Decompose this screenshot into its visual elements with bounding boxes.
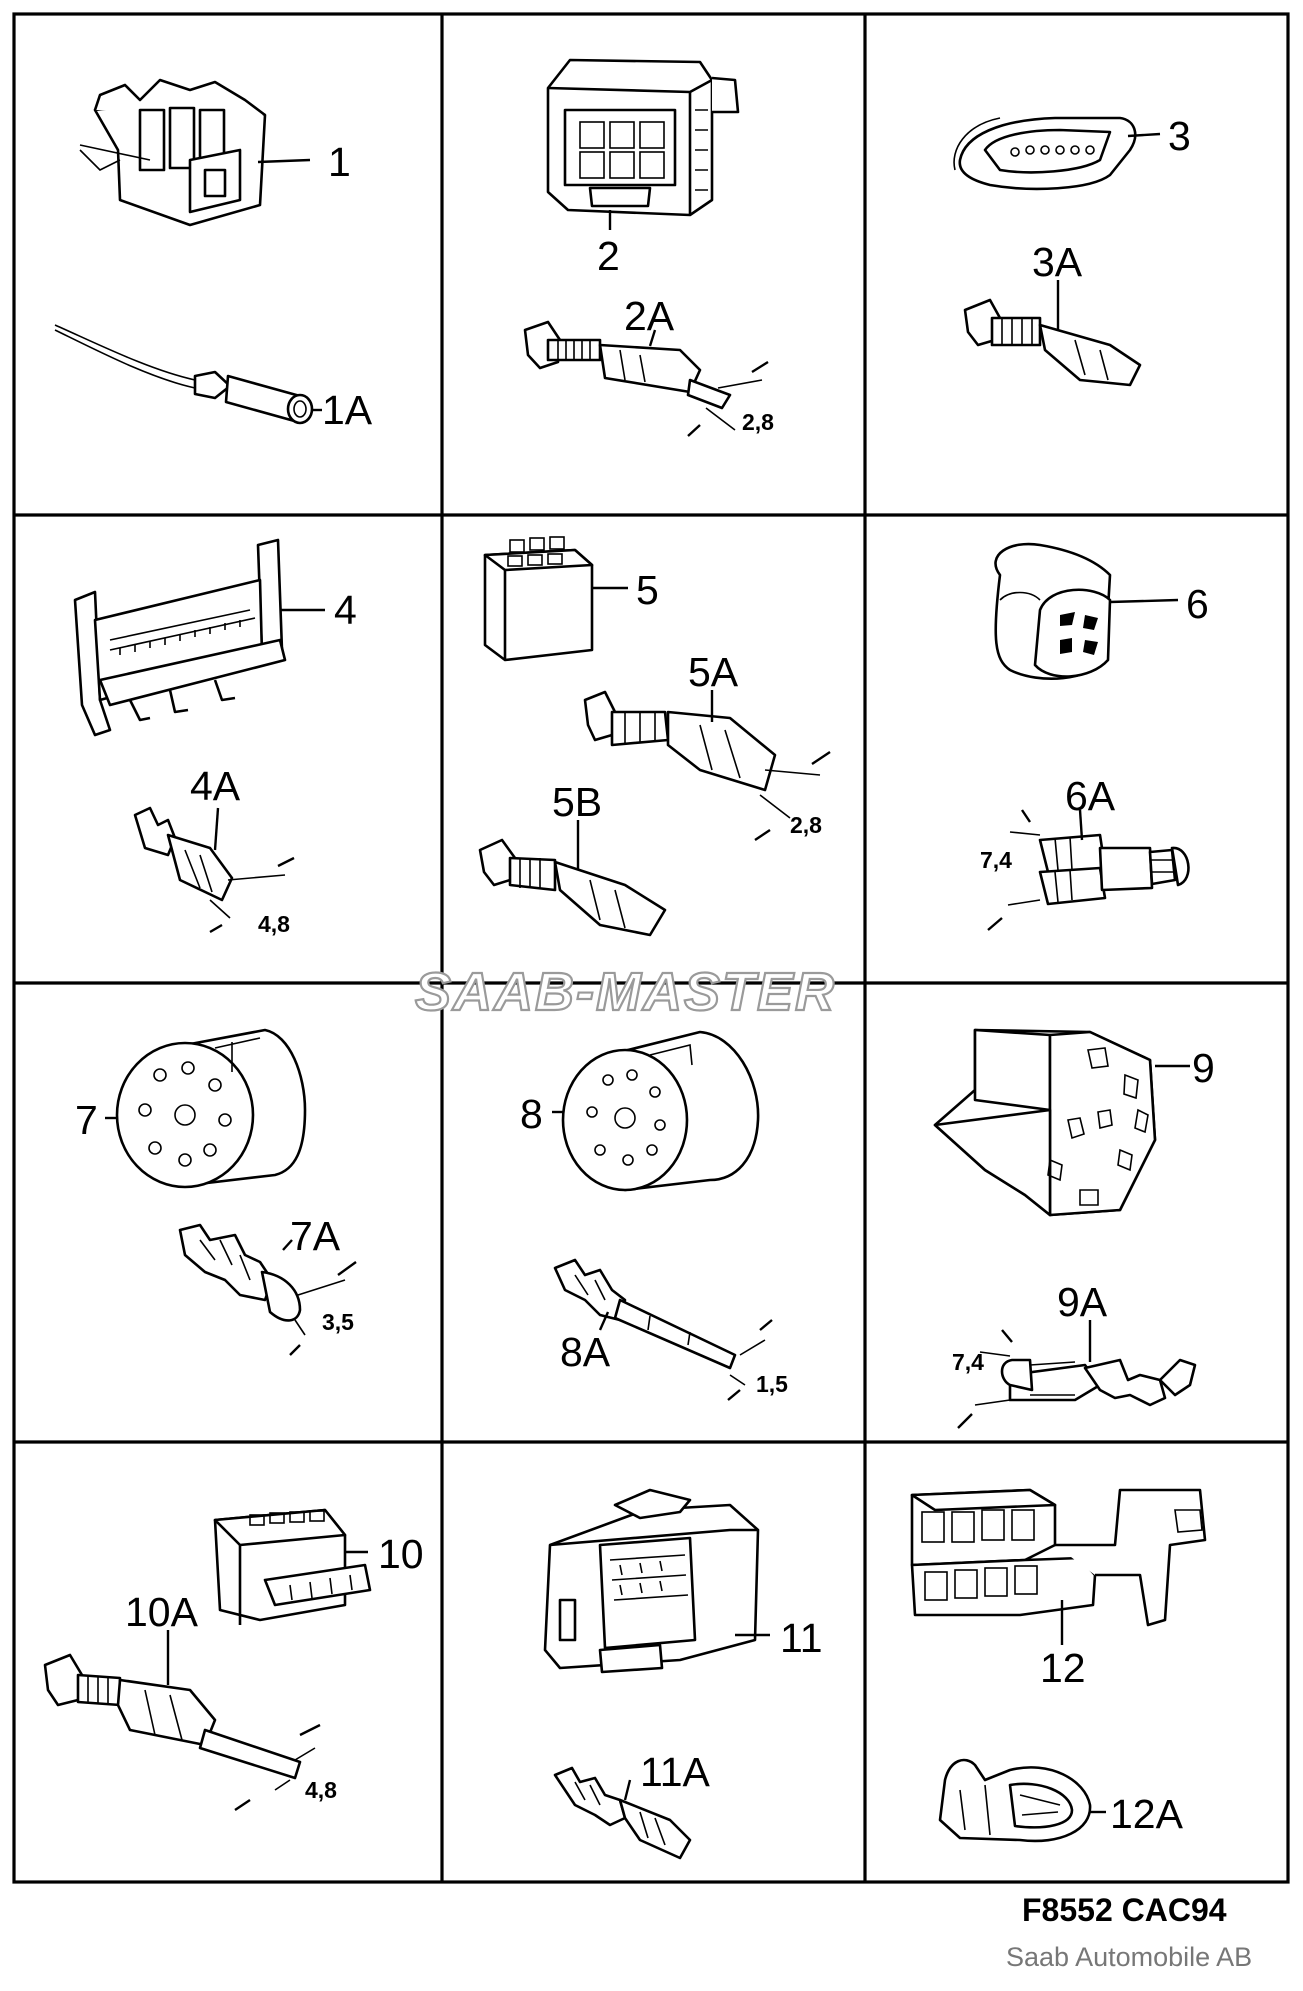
terminal-2a-drawing xyxy=(523,320,769,437)
label-3a: 3A xyxy=(1032,239,1083,285)
label-11a: 11A xyxy=(640,1749,711,1795)
label-5a: 5A xyxy=(688,649,739,695)
copyright-text: Saab Automobile AB xyxy=(1006,1942,1253,1972)
cell-7: 7 7A 3,5 xyxy=(75,1028,357,1356)
cell-3: 3 3A xyxy=(953,113,1191,387)
label-11: 11 xyxy=(780,1615,823,1661)
label-1: 1 xyxy=(328,139,351,185)
connector-6-drawing xyxy=(994,542,1179,680)
connector-11-drawing xyxy=(543,1488,770,1674)
label-6a: 6A xyxy=(1065,773,1116,819)
terminal-7a-drawing xyxy=(178,1223,357,1356)
cell-8: 8 8A 1,5 xyxy=(520,1030,788,1401)
connector-8-drawing xyxy=(552,1030,760,1192)
dim-6a: 7,4 xyxy=(980,847,1012,873)
terminal-9a-drawing xyxy=(957,1320,1197,1429)
label-1a: 1A xyxy=(322,387,373,433)
terminal-11a-drawing xyxy=(553,1766,692,1860)
cell-12: 12 12A xyxy=(910,1488,1207,1843)
terminal-4a-drawing xyxy=(133,806,295,934)
terminal-12a-drawing xyxy=(938,1758,1106,1843)
terminal-3a-drawing xyxy=(963,280,1142,387)
label-5: 5 xyxy=(636,567,659,613)
label-7: 7 xyxy=(75,1097,98,1143)
cell-2: 2 2A 2,8 xyxy=(523,58,774,437)
cell-10: 10 10A 4,8 xyxy=(43,1508,424,1811)
cell-11: 11 11A xyxy=(543,1488,823,1860)
dim-4a: 4,8 xyxy=(258,911,290,937)
connector-9-drawing xyxy=(933,1028,1190,1217)
terminal-10a-drawing xyxy=(43,1630,321,1811)
connector-3-drawing xyxy=(953,116,1161,191)
terminal-8a-drawing xyxy=(553,1258,773,1401)
label-4: 4 xyxy=(334,587,357,633)
connector-12-drawing xyxy=(910,1488,1207,1645)
terminal-5a-drawing xyxy=(583,690,831,841)
grid-frame xyxy=(12,12,1290,1884)
label-8a: 8A xyxy=(560,1329,611,1375)
label-4a: 4A xyxy=(190,763,241,809)
dim-5a: 2,8 xyxy=(790,812,822,838)
cell-6: 6 6A 7,4 xyxy=(980,542,1209,931)
label-2: 2 xyxy=(597,233,620,279)
terminal-1a-drawing xyxy=(54,324,322,425)
watermark: SAAB-MASTER xyxy=(415,962,836,1022)
label-9a: 9A xyxy=(1057,1279,1108,1325)
connector-5-drawing xyxy=(483,536,628,662)
dim-10a: 4,8 xyxy=(305,1777,337,1803)
connector-10-drawing xyxy=(213,1508,372,1625)
label-10a: 10A xyxy=(125,1589,199,1635)
label-6: 6 xyxy=(1186,581,1209,627)
label-8: 8 xyxy=(520,1091,543,1137)
cell-4: 4 4A 4,8 xyxy=(73,538,357,937)
label-10: 10 xyxy=(378,1531,424,1577)
drawing-code: F8552 CAC94 xyxy=(1022,1892,1227,1928)
label-5b: 5B xyxy=(552,779,602,825)
label-12: 12 xyxy=(1040,1645,1086,1691)
connector-2-drawing xyxy=(546,58,740,230)
dim-7a: 3,5 xyxy=(322,1309,354,1335)
label-12a: 12A xyxy=(1110,1791,1184,1837)
cell-9: 9 9A 7,4 xyxy=(933,1028,1215,1429)
connector-1-drawing xyxy=(79,78,311,227)
dim-8a: 1,5 xyxy=(756,1371,788,1397)
label-2a: 2A xyxy=(624,293,675,339)
label-3: 3 xyxy=(1168,113,1191,159)
connector-7-drawing xyxy=(105,1028,307,1189)
cell-1: 1 1A xyxy=(54,78,373,433)
label-9: 9 xyxy=(1192,1045,1215,1091)
cell-5: 5 5A 2,8 5B xyxy=(478,536,831,937)
dim-9a: 7,4 xyxy=(952,1349,984,1375)
terminal-6a-drawing xyxy=(987,809,1190,931)
terminal-5b-drawing xyxy=(478,820,667,937)
label-7a: 7A xyxy=(290,1213,341,1259)
connector-4-drawing xyxy=(73,538,325,737)
dim-2a: 2,8 xyxy=(742,409,774,435)
